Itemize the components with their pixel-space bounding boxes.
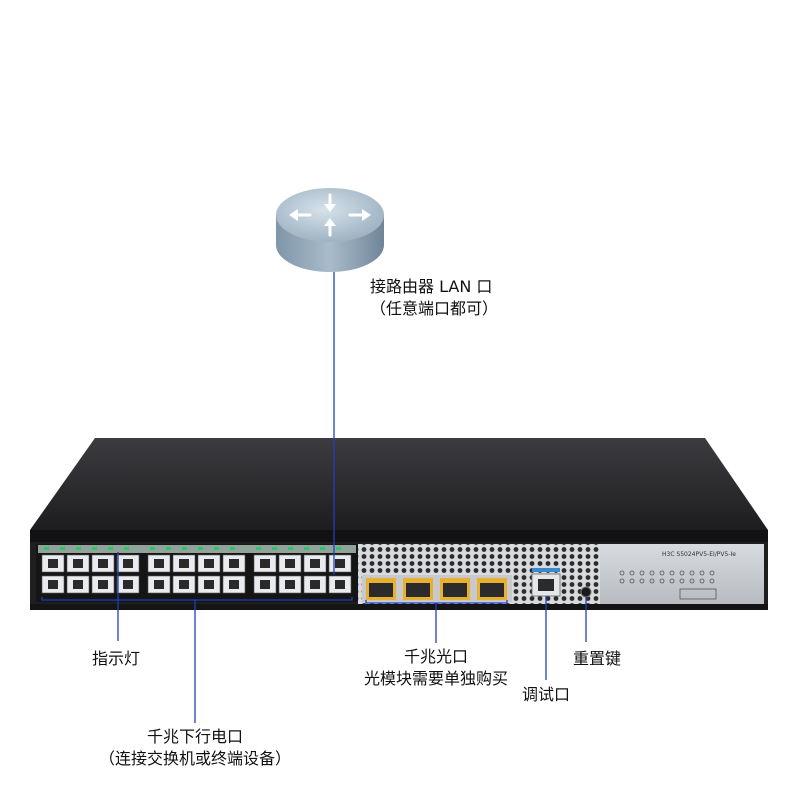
router-label-line2: （任意端口都可） xyxy=(370,299,499,318)
downlink-port-label: 千兆下行电口 （连接交换机或终端设备） xyxy=(80,726,310,770)
fiber-port-label: 千兆光口 光模块需要单独购买 xyxy=(346,646,526,690)
fiber-bracket xyxy=(365,600,508,604)
fiber-label-line1: 千兆光口 xyxy=(403,647,468,666)
sfp-ports xyxy=(366,578,507,600)
fiber-label-line2: 光模块需要单独购买 xyxy=(363,669,508,688)
downlink-label-line2: （连接交换机或终端设备） xyxy=(98,749,291,768)
downlink-bracket xyxy=(41,597,353,601)
switch-model-text: H3C S5024PV5-EI/PV5-Ie xyxy=(662,551,736,558)
led-row xyxy=(44,547,341,550)
reset-button-label: 重置键 xyxy=(573,649,622,668)
downlink-label-line1: 千兆下行电口 xyxy=(146,727,243,746)
indicator-label: 指示灯 xyxy=(92,649,141,668)
console-port-label: 调试口 xyxy=(522,685,571,704)
router-label: 接路由器 LAN 口 （任意端口都可） xyxy=(370,276,498,320)
router-label-line1: 接路由器 LAN 口 xyxy=(370,277,493,296)
